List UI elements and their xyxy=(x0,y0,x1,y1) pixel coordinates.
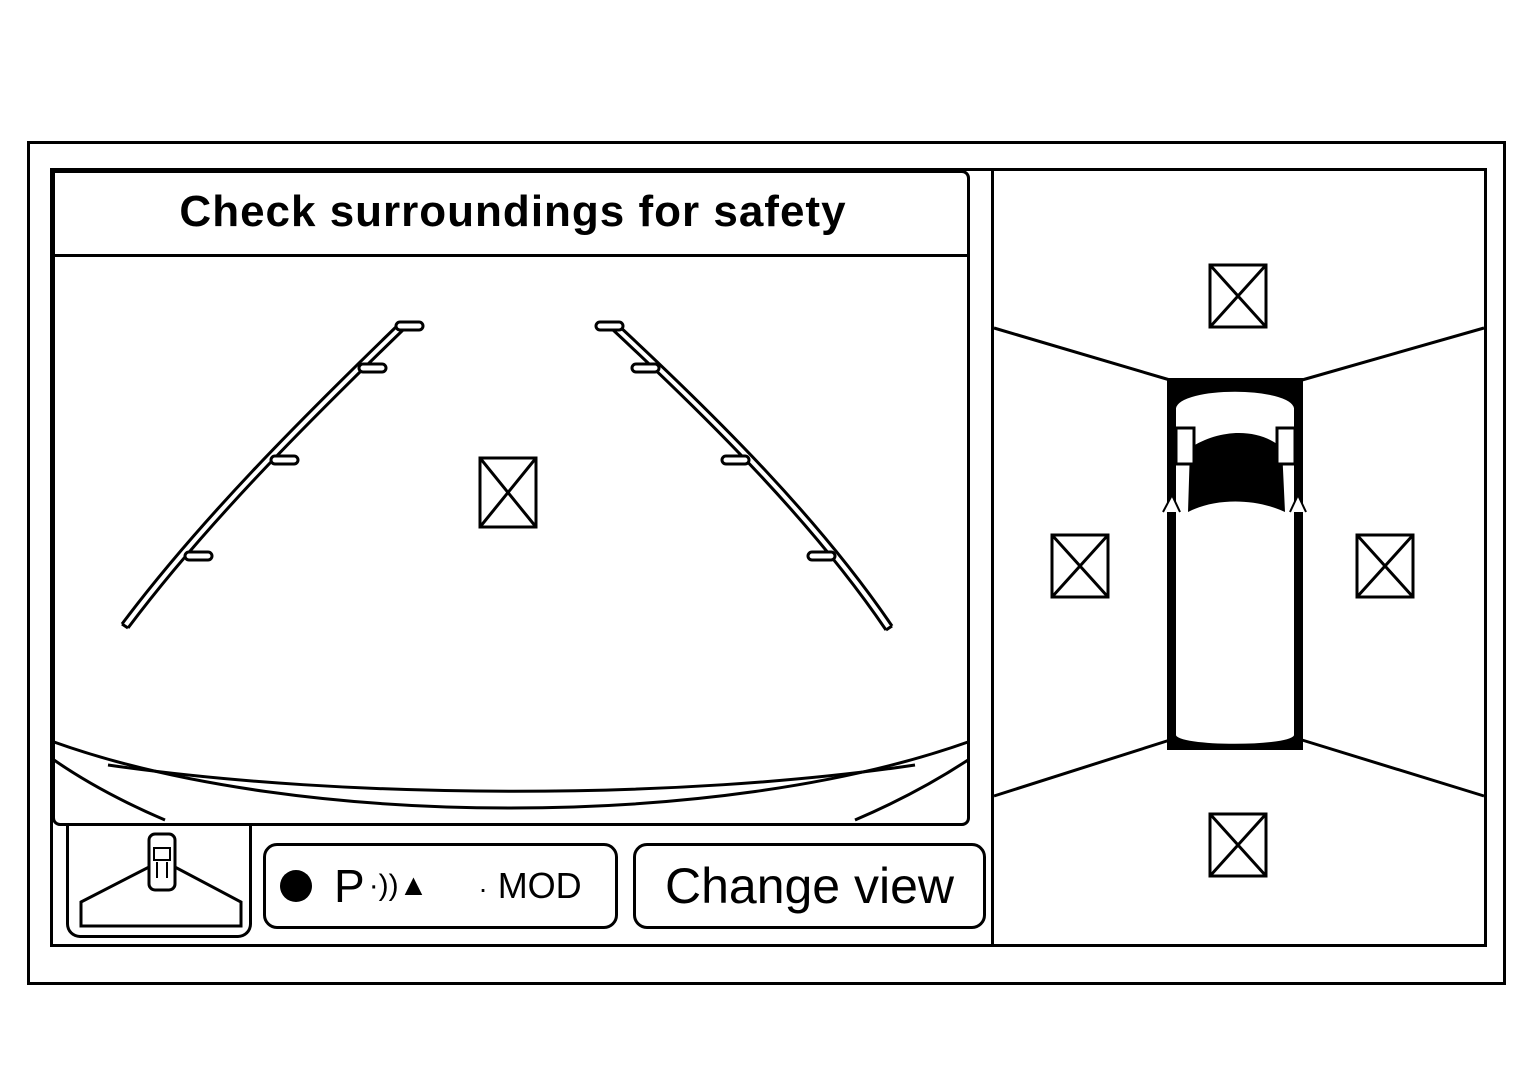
box-x-icon xyxy=(478,456,538,529)
screen-frame xyxy=(50,168,1487,947)
car-top-view-icon xyxy=(79,832,243,928)
view-selector-button[interactable] xyxy=(66,826,252,938)
display-frame xyxy=(27,141,1506,985)
filled-circle-icon xyxy=(280,870,312,902)
mod-dot: · xyxy=(478,873,488,904)
rear-camera-view xyxy=(52,170,970,826)
box-x-icon xyxy=(1208,812,1268,878)
right-distance-marks xyxy=(594,320,837,562)
change-view-button[interactable]: Change view xyxy=(633,843,986,929)
vehicle-top-icon xyxy=(1162,378,1307,750)
mod-label: MOD xyxy=(497,865,582,906)
screen-divider xyxy=(991,168,994,947)
left-distance-marks xyxy=(183,320,425,562)
change-view-label: Change view xyxy=(664,858,955,914)
rear-bumper xyxy=(53,740,969,822)
sonar-icon: ·))▲ xyxy=(368,869,429,902)
box-x-icon xyxy=(1050,533,1110,599)
box-x-icon xyxy=(1355,533,1415,599)
parking-label: P xyxy=(334,860,365,912)
mod-label-group: · MOD xyxy=(478,868,581,904)
safety-message-bar: Check surroundings for safety xyxy=(52,170,970,257)
safety-message: Check surroundings for safety xyxy=(179,187,847,236)
parking-sensor-status-button[interactable]: P ·))▲ · MOD xyxy=(263,843,618,929)
top-down-view xyxy=(993,326,1485,798)
box-x-icon xyxy=(1208,263,1268,329)
